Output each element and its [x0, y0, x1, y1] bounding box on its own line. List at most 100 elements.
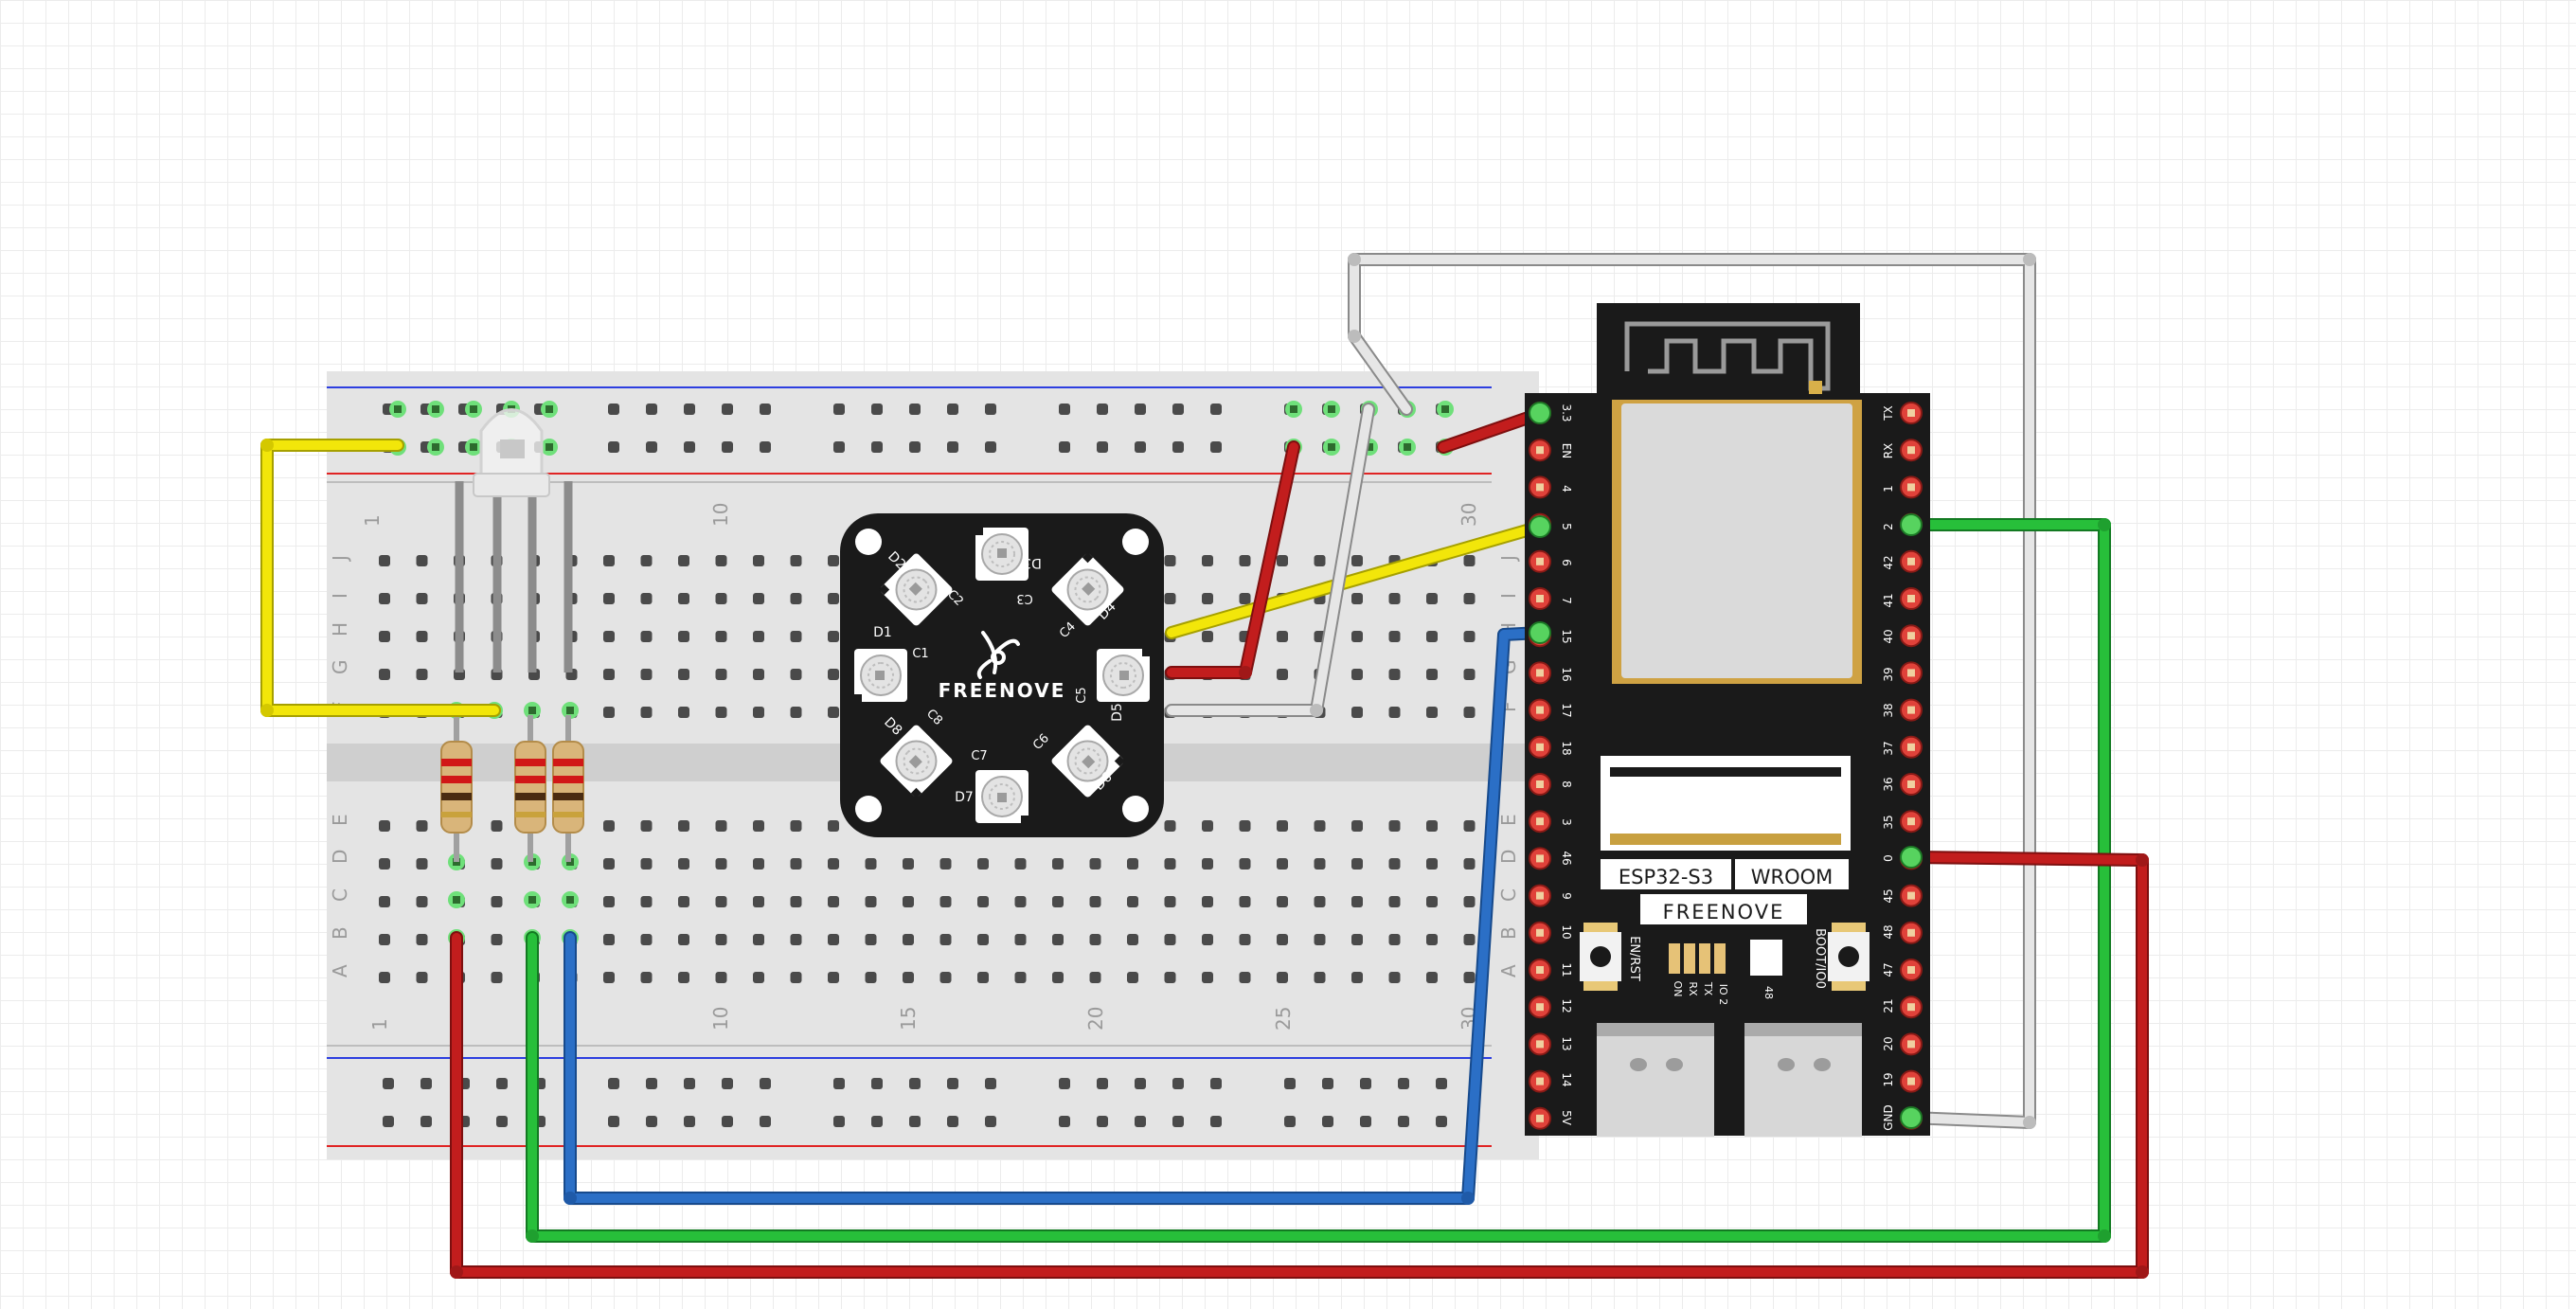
- rail-hole[interactable]: [1059, 1078, 1070, 1089]
- breadboard-hole[interactable]: [828, 934, 839, 945]
- breadboard-hole[interactable]: [640, 669, 653, 680]
- rail-hole[interactable]: [608, 441, 619, 453]
- rail-hole[interactable]: [608, 1116, 619, 1127]
- rail-hole[interactable]: [722, 441, 733, 453]
- breadboard-hole[interactable]: [1351, 934, 1363, 945]
- breadboard-hole[interactable]: [1202, 593, 1213, 604]
- rail-hole[interactable]: [1135, 1078, 1146, 1089]
- breadboard-hole[interactable]: [491, 858, 503, 870]
- breadboard-hole[interactable]: [753, 934, 764, 945]
- breadboard-hole[interactable]: [715, 820, 727, 832]
- rail-hole[interactable]: [1284, 1078, 1296, 1089]
- breadboard-hole[interactable]: [1014, 972, 1027, 983]
- rail-hole[interactable]: [871, 1116, 883, 1127]
- breadboard-hole[interactable]: [828, 858, 839, 870]
- breadboard-hole[interactable]: [1463, 707, 1476, 718]
- rail-hole[interactable]: [833, 441, 845, 453]
- breadboard-hole[interactable]: [1351, 707, 1363, 718]
- rail-hole[interactable]: [684, 441, 695, 453]
- breadboard-hole[interactable]: [1463, 972, 1476, 983]
- breadboard-hole[interactable]: [715, 934, 727, 945]
- rail-hole[interactable]: [1284, 1116, 1296, 1127]
- breadboard-hole[interactable]: [790, 820, 802, 832]
- breadboard-hole[interactable]: [1388, 669, 1401, 680]
- breadboard-hole[interactable]: [1463, 858, 1476, 870]
- rail-hole[interactable]: [722, 403, 733, 415]
- breadboard-hole[interactable]: [640, 896, 653, 907]
- rail-hole[interactable]: [985, 1116, 996, 1127]
- breadboard-hole[interactable]: [416, 593, 428, 604]
- rail-hole[interactable]: [1097, 1078, 1108, 1089]
- breadboard-hole[interactable]: [416, 896, 428, 907]
- breadboard-hole[interactable]: [715, 896, 727, 907]
- breadboard-hole[interactable]: [1351, 858, 1363, 870]
- breadboard-hole[interactable]: [1314, 896, 1326, 907]
- rail-hole[interactable]: [1059, 1116, 1070, 1127]
- breadboard-hole[interactable]: [1127, 896, 1138, 907]
- breadboard-hole[interactable]: [753, 896, 764, 907]
- breadboard-hole[interactable]: [828, 820, 839, 832]
- breadboard-hole[interactable]: [1239, 593, 1251, 604]
- breadboard-hole[interactable]: [1277, 631, 1288, 642]
- rail-hole[interactable]: [871, 1078, 883, 1089]
- breadboard-hole[interactable]: [865, 896, 877, 907]
- breadboard-hole[interactable]: [1388, 631, 1401, 642]
- breadboard-hole[interactable]: [903, 858, 914, 870]
- breadboard-hole[interactable]: [1426, 820, 1438, 832]
- breadboard-hole[interactable]: [828, 555, 839, 566]
- breadboard-hole[interactable]: [1351, 820, 1363, 832]
- breadboard-hole[interactable]: [715, 707, 727, 718]
- rail-hole[interactable]: [833, 1116, 845, 1127]
- breadboard-hole[interactable]: [828, 896, 839, 907]
- rail-hole[interactable]: [1097, 1116, 1108, 1127]
- breadboard-hole[interactable]: [977, 858, 989, 870]
- breadboard-hole[interactable]: [1388, 896, 1401, 907]
- breadboard-hole[interactable]: [640, 631, 653, 642]
- breadboard-hole[interactable]: [379, 593, 390, 604]
- breadboard-hole[interactable]: [1164, 555, 1176, 566]
- rail-hole[interactable]: [684, 1078, 695, 1089]
- breadboard-hole[interactable]: [416, 934, 428, 945]
- breadboard-hole[interactable]: [603, 631, 615, 642]
- breadboard-hole[interactable]: [753, 593, 764, 604]
- breadboard-hole[interactable]: [491, 896, 503, 907]
- breadboard-hole[interactable]: [1202, 555, 1213, 566]
- breadboard-hole[interactable]: [678, 593, 689, 604]
- breadboard-hole[interactable]: [1426, 972, 1438, 983]
- breadboard-hole[interactable]: [903, 972, 914, 983]
- breadboard-hole[interactable]: [603, 820, 615, 832]
- rail-hole[interactable]: [985, 441, 996, 453]
- breadboard-hole[interactable]: [1239, 820, 1251, 832]
- rail-hole[interactable]: [1210, 403, 1222, 415]
- breadboard-hole[interactable]: [1426, 631, 1438, 642]
- rail-hole[interactable]: [760, 403, 771, 415]
- breadboard-hole[interactable]: [790, 593, 802, 604]
- breadboard-hole[interactable]: [753, 631, 764, 642]
- breadboard-hole[interactable]: [1164, 896, 1176, 907]
- breadboard-hole[interactable]: [416, 820, 428, 832]
- breadboard-hole[interactable]: [379, 972, 390, 983]
- rail-hole[interactable]: [909, 403, 921, 415]
- rail-hole[interactable]: [496, 1116, 508, 1127]
- rail-hole[interactable]: [1360, 1116, 1371, 1127]
- breadboard-hole[interactable]: [603, 934, 615, 945]
- breadboard-hole[interactable]: [379, 896, 390, 907]
- breadboard-hole[interactable]: [1388, 707, 1401, 718]
- breadboard-hole[interactable]: [1239, 934, 1251, 945]
- breadboard-hole[interactable]: [1202, 858, 1213, 870]
- breadboard-hole[interactable]: [977, 896, 989, 907]
- breadboard-hole[interactable]: [1277, 896, 1288, 907]
- breadboard-hole[interactable]: [1351, 631, 1363, 642]
- rail-hole[interactable]: [1097, 441, 1108, 453]
- rail-hole[interactable]: [1059, 441, 1070, 453]
- rail-hole[interactable]: [909, 441, 921, 453]
- rail-hole[interactable]: [1210, 1116, 1222, 1127]
- breadboard-hole[interactable]: [715, 593, 727, 604]
- rail-hole[interactable]: [947, 1116, 958, 1127]
- led-module[interactable]: FREENOVE D1 D2 D3 D4 D5 D6 D7 D8 C1 C2 C…: [840, 513, 1164, 837]
- rail-hole[interactable]: [1322, 1078, 1333, 1089]
- breadboard-hole[interactable]: [1463, 555, 1476, 566]
- breadboard-hole[interactable]: [416, 972, 428, 983]
- breadboard-hole[interactable]: [865, 858, 877, 870]
- breadboard-hole[interactable]: [1426, 593, 1438, 604]
